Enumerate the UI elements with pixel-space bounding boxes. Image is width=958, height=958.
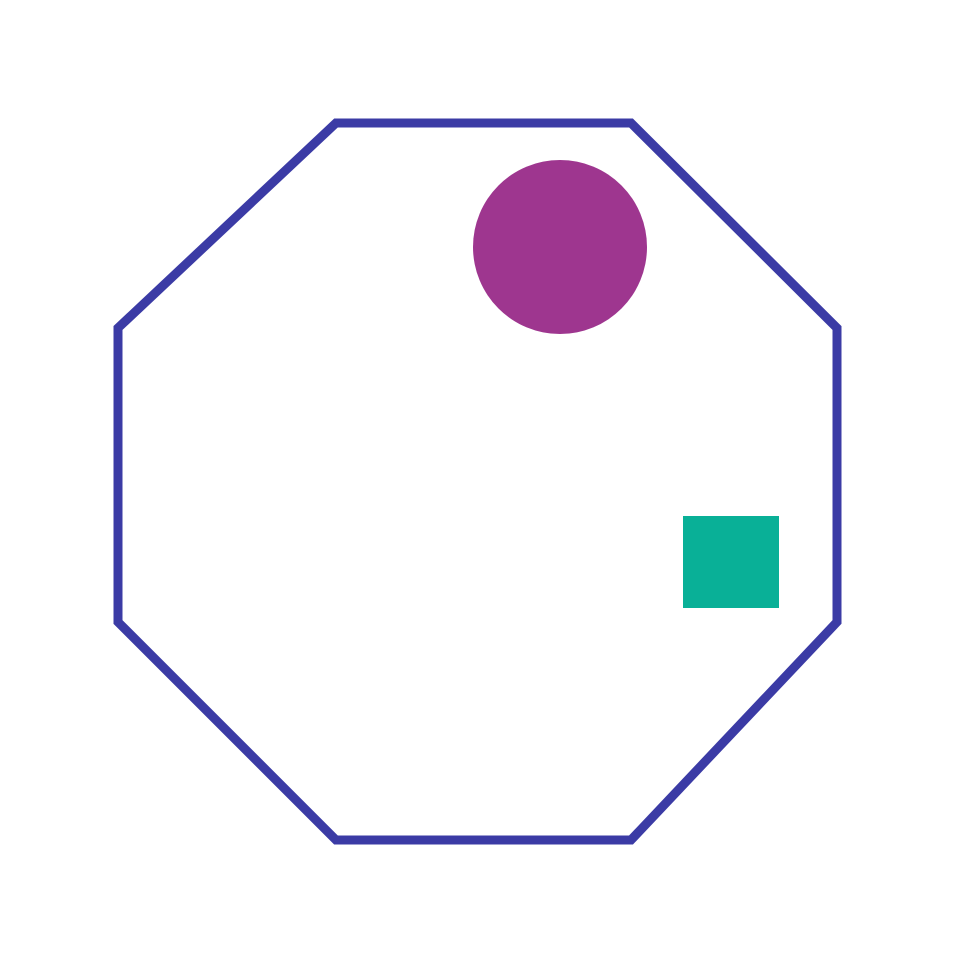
teal-square — [683, 516, 779, 608]
magenta-circle — [473, 160, 647, 334]
octagon-outline — [113, 118, 842, 845]
